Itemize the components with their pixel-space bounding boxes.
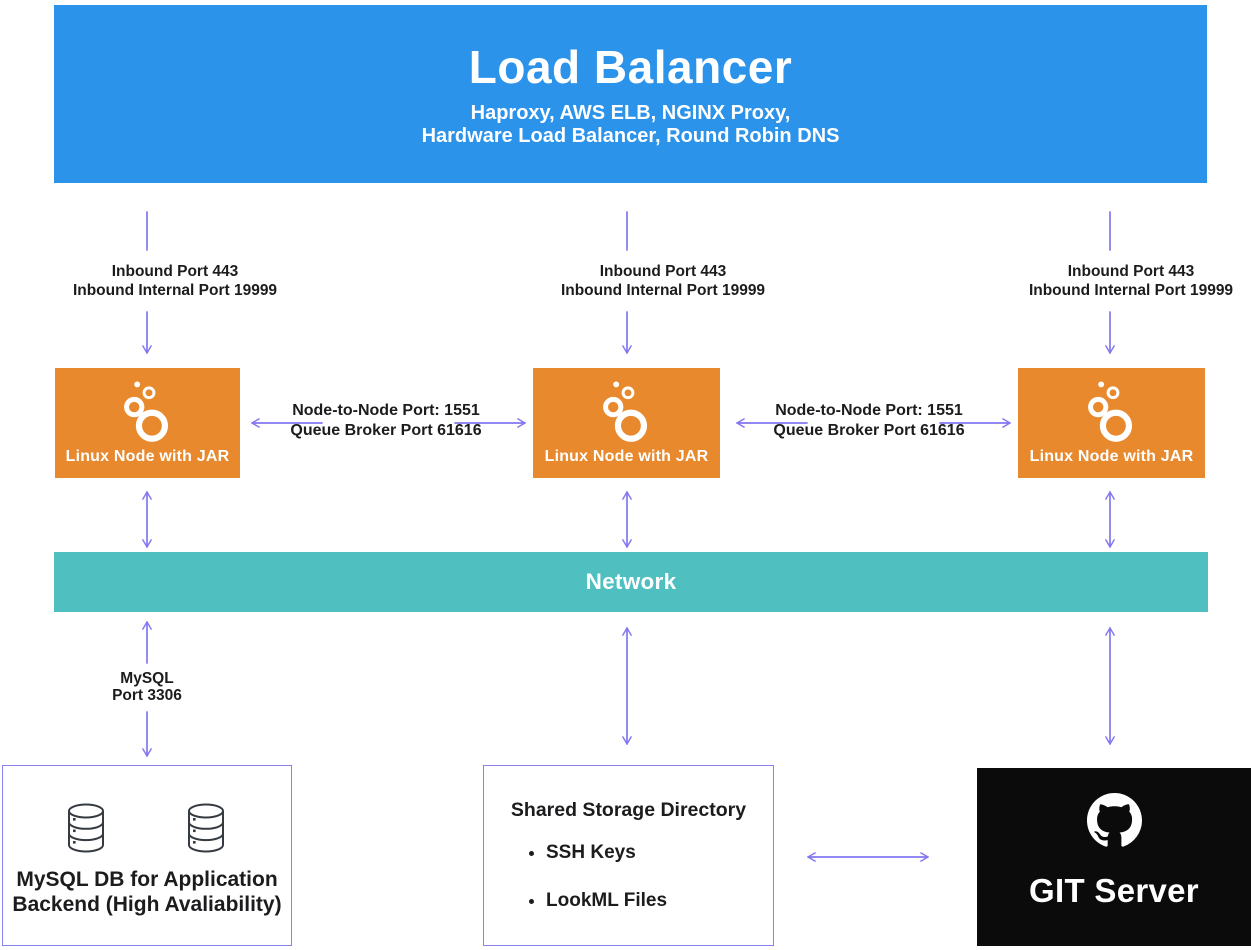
- load-balancer-subtitle-line1: Haproxy, AWS ELB, NGINX Proxy,: [470, 102, 791, 124]
- mysql-db-box: MySQL DB for Application Backend (High A…: [2, 765, 292, 946]
- inbound-port-label-right-line1: Inbound Port 443: [1067, 263, 1195, 280]
- node-to-node-label-right-line2: Queue Broker Port 61616: [773, 422, 965, 439]
- linux-node-label: Linux Node with JAR: [544, 448, 709, 465]
- inbound-port-label-left-line1: Inbound Port 443: [111, 263, 239, 280]
- shared-storage-title: Shared Storage Directory: [510, 799, 747, 821]
- shared-storage-box: Shared Storage Directory SSH Keys LookML…: [483, 765, 774, 946]
- inbound-port-label-center-line2: Inbound Internal Port 19999: [560, 282, 766, 299]
- node-to-node-label-left: Node-to-Node Port: 1551 Queue Broker Por…: [256, 401, 516, 441]
- looker-bubbles-icon: [602, 381, 647, 442]
- load-balancer-title: Load Balancer: [468, 41, 793, 93]
- linux-node-box-right: Linux Node with JAR: [1018, 368, 1205, 478]
- linux-node-box-left: Linux Node with JAR: [55, 368, 240, 478]
- node-to-node-label-left-line2: Queue Broker Port 61616: [290, 422, 482, 439]
- shared-storage-list: SSH Keys LookML Files: [484, 842, 773, 912]
- looker-bubbles-icon: [1087, 381, 1132, 442]
- mysql-db-label-line1: MySQL DB for Application: [16, 868, 278, 891]
- linux-node-box-center: Linux Node with JAR: [533, 368, 720, 478]
- network-label: Network: [585, 569, 677, 594]
- inbound-port-label-left: Inbound Port 443 Inbound Internal Port 1…: [25, 262, 325, 300]
- inbound-port-label-center-line1: Inbound Port 443: [599, 263, 727, 280]
- github-octocat-icon: [1086, 793, 1142, 847]
- node-to-node-label-right: Node-to-Node Port: 1551 Queue Broker Por…: [739, 401, 999, 441]
- lookml-files-item: LookML Files: [546, 890, 773, 912]
- looker-bubbles-icon: [123, 381, 168, 442]
- load-balancer-subtitle-line2: Hardware Load Balancer, Round Robin DNS: [421, 125, 840, 147]
- linux-node-label: Linux Node with JAR: [1029, 448, 1194, 465]
- linux-node-label: Linux Node with JAR: [65, 448, 230, 465]
- git-server-label: GIT Server: [1029, 872, 1199, 909]
- database-icon-replica: [188, 803, 224, 853]
- mysql-port-label-line1: MySQL: [120, 670, 174, 687]
- mysql-db-label-line2: Backend (High Avaliability): [12, 893, 282, 916]
- inbound-port-label-center: Inbound Port 443 Inbound Internal Port 1…: [513, 262, 813, 300]
- mysql-port-label-line2: Port 3306: [112, 687, 182, 704]
- database-icon-primary: [68, 803, 104, 853]
- node-to-node-label-left-line1: Node-to-Node Port: 1551: [292, 402, 480, 419]
- ssh-keys-item: SSH Keys: [546, 842, 773, 864]
- load-balancer-subtitle: Haproxy, AWS ELB, NGINX Proxy, Hardware …: [54, 102, 1207, 148]
- mysql-db-label: MySQL DB for Application Backend (High A…: [3, 867, 291, 917]
- inbound-port-label-left-line2: Inbound Internal Port 19999: [72, 282, 278, 299]
- load-balancer-box: Load Balancer Haproxy, AWS ELB, NGINX Pr…: [54, 5, 1207, 183]
- network-bar: Network: [54, 552, 1208, 612]
- mysql-port-label: MySQL Port 3306: [47, 670, 247, 704]
- inbound-port-label-right-line2: Inbound Internal Port 19999: [1028, 282, 1234, 299]
- git-server-box: GIT Server: [977, 768, 1251, 946]
- node-to-node-label-right-line1: Node-to-Node Port: 1551: [775, 402, 963, 419]
- inbound-port-label-right: Inbound Port 443 Inbound Internal Port 1…: [981, 262, 1251, 300]
